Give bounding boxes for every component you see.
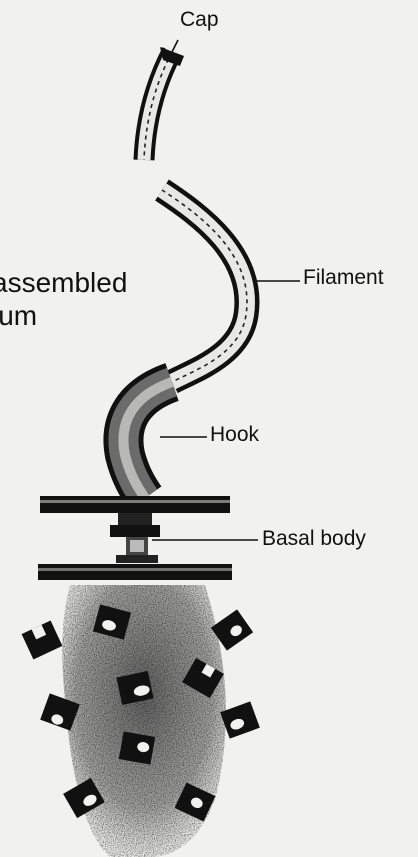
basal-body-label: Basal body — [262, 527, 366, 551]
subunit — [119, 731, 155, 764]
cap-label: Cap — [180, 8, 219, 32]
title-line-1: assembled — [0, 266, 127, 299]
filament-label: Filament — [303, 266, 384, 290]
subunit — [22, 621, 63, 660]
filament-upper-segment — [144, 52, 172, 160]
basal-body — [38, 496, 232, 580]
leader-lines — [152, 40, 300, 540]
filament-lower-segment — [162, 190, 247, 382]
subunit — [220, 701, 260, 738]
title-line-2: lum — [0, 299, 127, 332]
hook-label: Hook — [210, 423, 259, 447]
hook-structure — [123, 382, 172, 498]
diagram-title-fragment: assembled lum — [0, 266, 127, 332]
